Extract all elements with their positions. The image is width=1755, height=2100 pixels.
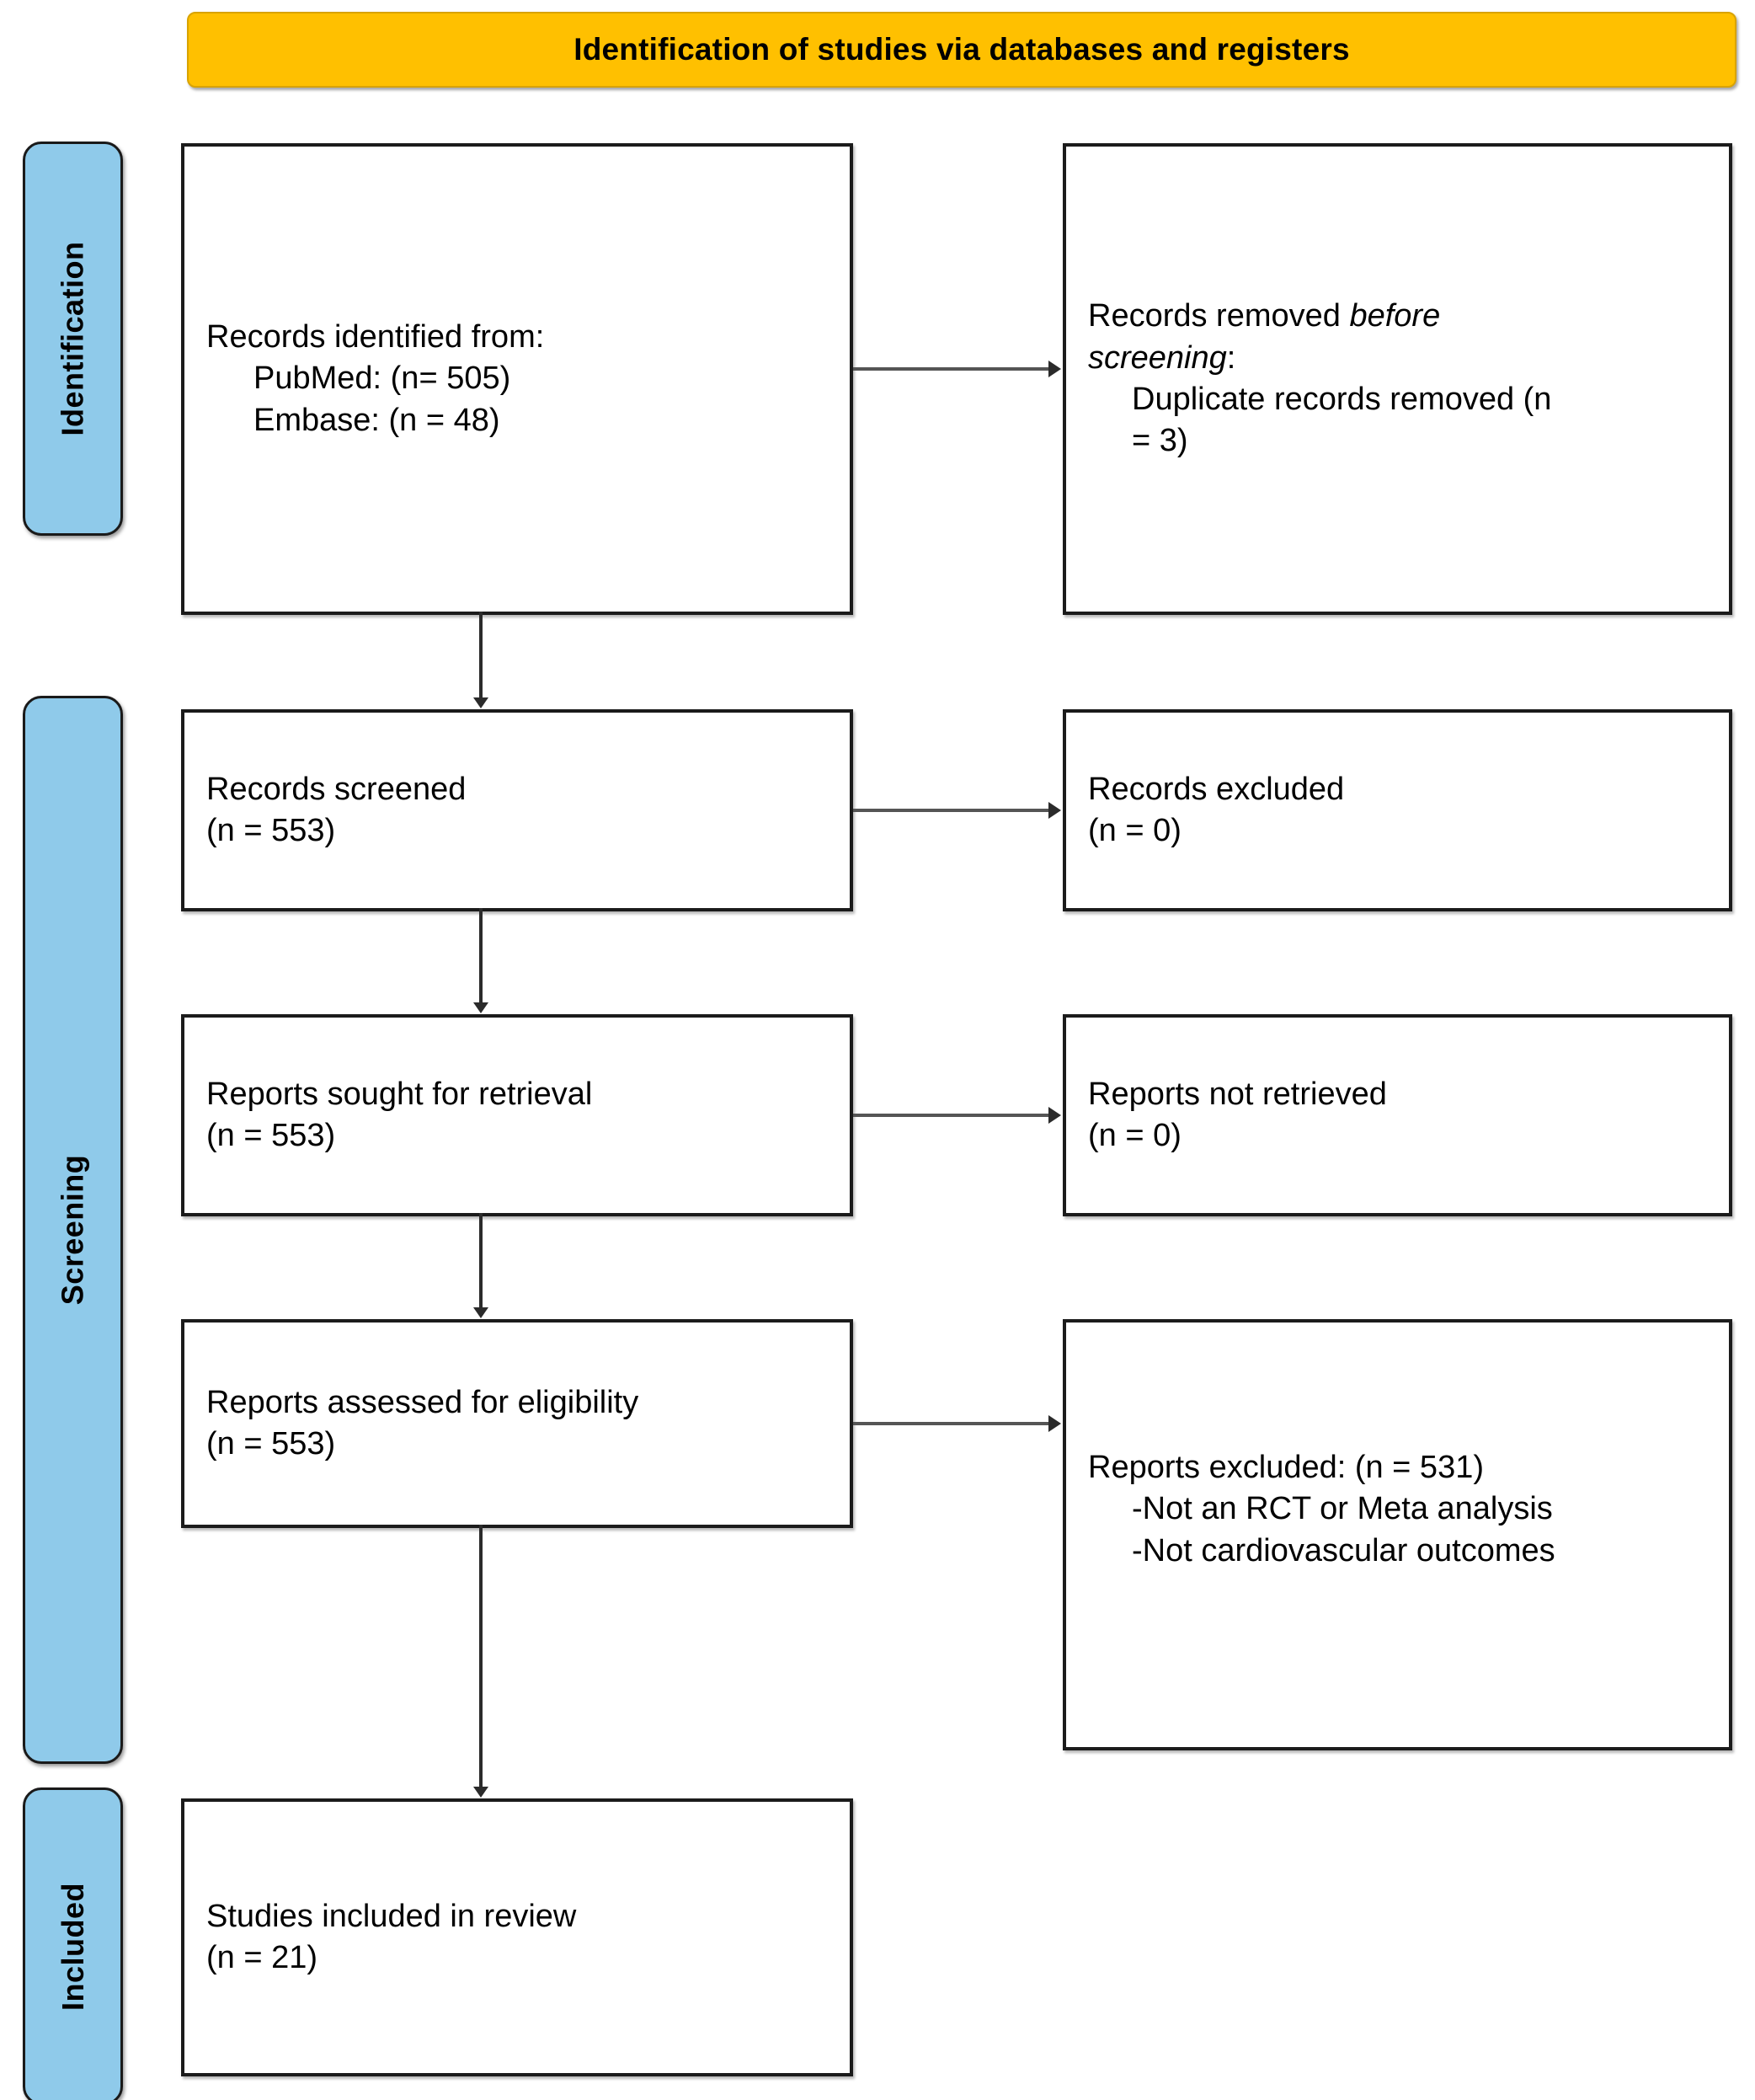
connector-screened-to-sought-arrowhead	[473, 1002, 488, 1013]
stage-label-screening: Screening	[23, 696, 123, 1764]
stage-label-included-text: Included	[55, 1882, 90, 2011]
records-screened-count: (n = 553)	[206, 813, 336, 848]
stage-label-identification: Identification	[23, 142, 123, 536]
stage-label-screening-text: Screening	[55, 1154, 90, 1306]
records-removed-title-line1: Records removed before	[1088, 298, 1441, 334]
page-title: Identification of studies via databases …	[573, 32, 1350, 67]
reports-assessed-title: Reports assessed for eligibility	[206, 1384, 639, 1420]
connector-screened-to-excluded-arrowhead	[1048, 802, 1061, 819]
records-removed-duplicates-line2: = 3)	[1132, 423, 1188, 459]
connector-identified-to-screened-arrowhead	[473, 697, 488, 708]
reports-excluded-reason-2: -Not cardiovascular outcomes	[1132, 1532, 1555, 1568]
box-records-identified: Records identified from: PubMed: (n= 505…	[181, 143, 853, 615]
studies-included-count: (n = 21)	[206, 1940, 318, 1975]
reports-not-retrieved-title: Reports not retrieved	[1088, 1076, 1387, 1112]
reports-assessed-count: (n = 553)	[206, 1426, 336, 1461]
box-studies-included: Studies included in review (n = 21)	[181, 1798, 853, 2076]
records-identified-embase: Embase: (n = 48)	[253, 402, 500, 438]
box-reports-not-retrieved: Reports not retrieved (n = 0)	[1063, 1014, 1732, 1216]
connector-identified-to-removed	[853, 367, 1050, 371]
connector-sought-to-notretrieved	[853, 1114, 1050, 1117]
box-records-screened: Records screened (n = 553)	[181, 709, 853, 911]
records-removed-title-line2: screening:	[1088, 339, 1236, 376]
connector-assessed-to-reportsexcluded-arrowhead	[1048, 1415, 1061, 1432]
studies-included-title: Studies included in review	[206, 1898, 577, 1934]
reports-not-retrieved-count: (n = 0)	[1088, 1118, 1182, 1153]
connector-assessed-to-included	[479, 1525, 483, 1788]
records-excluded-title: Records excluded	[1088, 771, 1345, 807]
box-reports-excluded: Reports excluded: (n = 531) -Not an RCT …	[1063, 1319, 1732, 1750]
connector-identified-to-screened	[479, 612, 483, 699]
connector-sought-to-assessed	[479, 1213, 483, 1309]
diagram-header-banner: Identification of studies via databases …	[187, 12, 1736, 88]
reports-sought-title: Reports sought for retrieval	[206, 1076, 593, 1112]
reports-excluded-title: Reports excluded: (n = 531)	[1088, 1450, 1484, 1485]
connector-sought-to-notretrieved-arrowhead	[1048, 1107, 1061, 1124]
connector-sought-to-assessed-arrowhead	[473, 1307, 488, 1318]
reports-sought-count: (n = 553)	[206, 1118, 336, 1153]
stage-label-identification-text: Identification	[55, 241, 90, 436]
box-records-excluded: Records excluded (n = 0)	[1063, 709, 1732, 911]
connector-assessed-to-included-arrowhead	[473, 1787, 488, 1798]
records-identified-pubmed: PubMed: (n= 505)	[253, 361, 511, 397]
connector-identified-to-removed-arrowhead	[1048, 361, 1061, 377]
records-screened-title: Records screened	[206, 771, 467, 807]
records-identified-title: Records identified from:	[206, 318, 545, 355]
box-records-removed: Records removed before screening: Duplic…	[1063, 143, 1732, 615]
connector-assessed-to-reportsexcluded	[853, 1422, 1050, 1425]
connector-screened-to-excluded	[853, 809, 1050, 812]
box-reports-assessed: Reports assessed for eligibility (n = 55…	[181, 1319, 853, 1528]
records-removed-duplicates-line1: Duplicate records removed (n	[1132, 382, 1552, 417]
records-excluded-count: (n = 0)	[1088, 813, 1182, 848]
reports-excluded-reason-1: -Not an RCT or Meta analysis	[1132, 1491, 1553, 1527]
connector-screened-to-sought	[479, 908, 483, 1004]
box-reports-sought: Reports sought for retrieval (n = 553)	[181, 1014, 853, 1216]
stage-label-included: Included	[23, 1787, 123, 2100]
